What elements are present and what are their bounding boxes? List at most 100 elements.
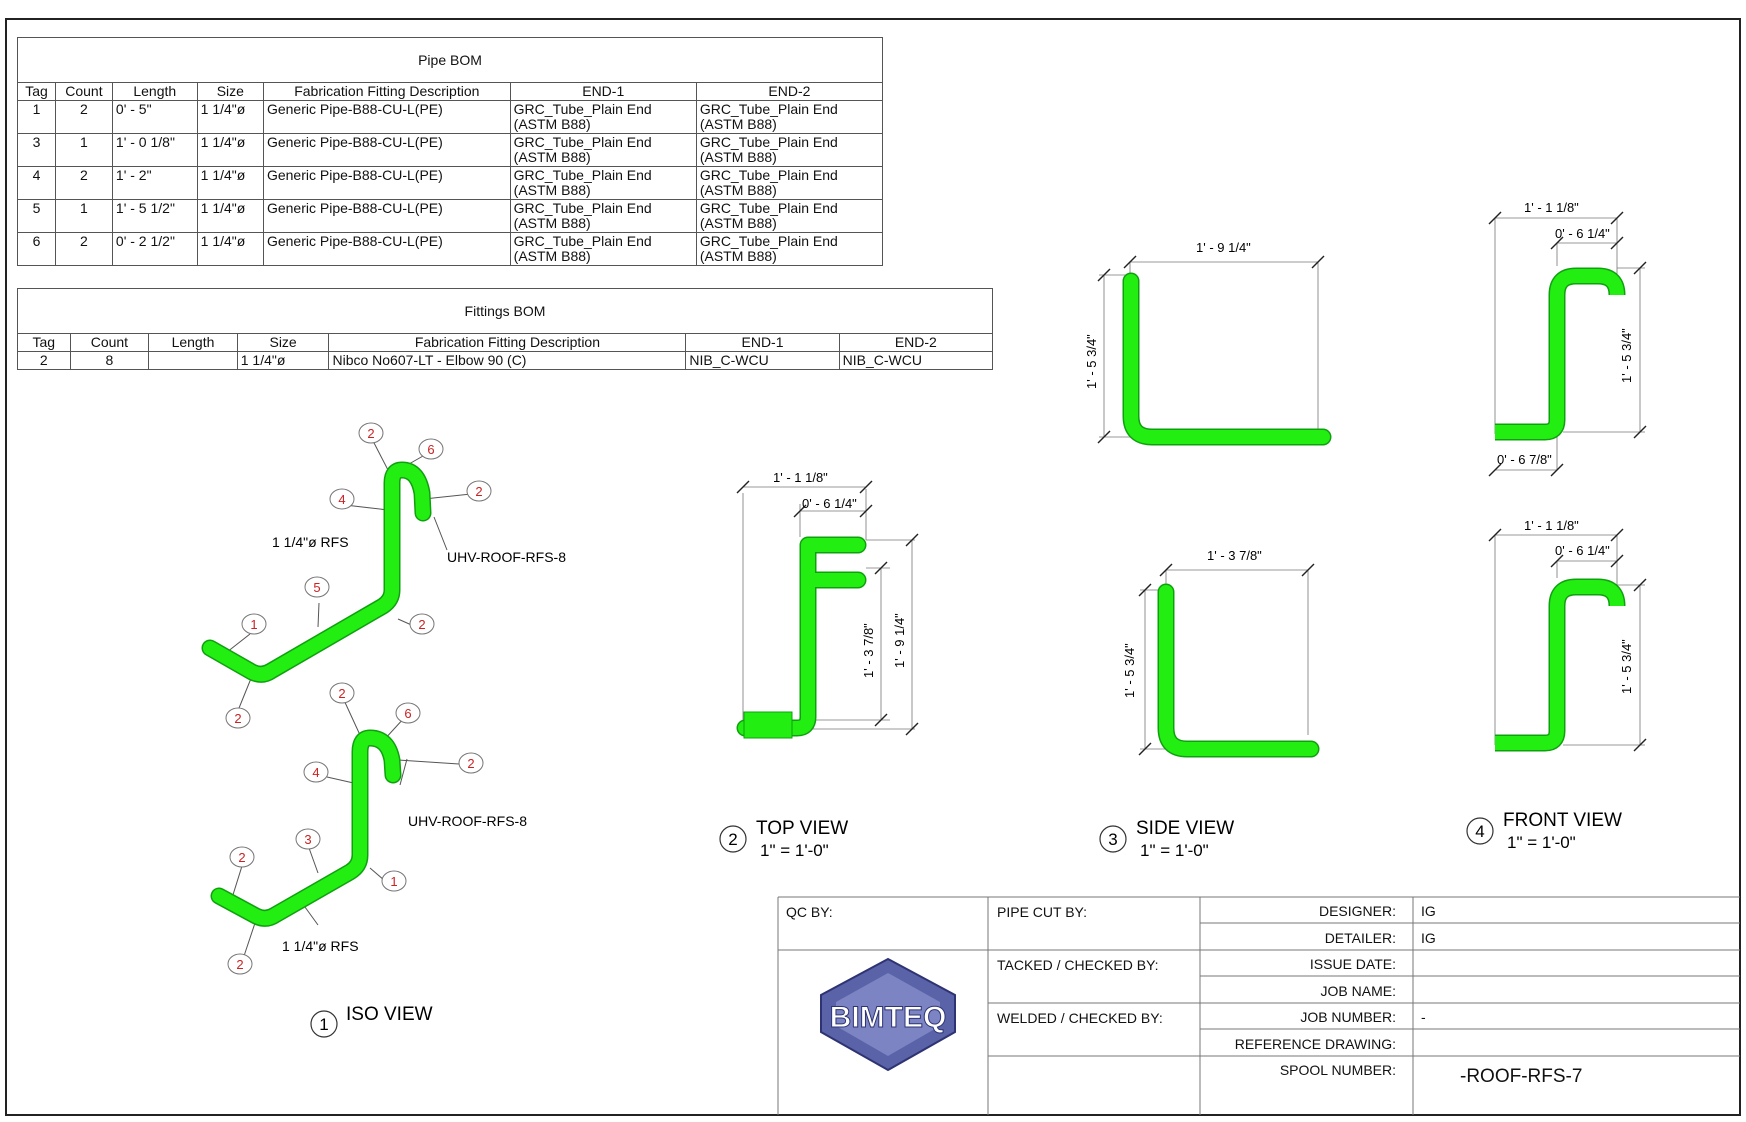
logo-text: BIMTEQ xyxy=(830,1001,947,1034)
pipe-bom-count: 2 xyxy=(54,166,113,200)
job-number-label: JOB NUMBER: xyxy=(1300,1009,1396,1025)
pipe-bom-description: Generic Pipe-B88-CU-L(PE) xyxy=(262,166,511,200)
pipe-bom-column-header: Length xyxy=(111,82,198,101)
fittings-bom-column-header: END-1 xyxy=(685,333,840,352)
pipe-bom-count: 1 xyxy=(54,133,113,167)
side-upper-pipe-outline xyxy=(1122,272,1332,446)
pipe-bom-length: 1' - 2" xyxy=(111,166,198,200)
iso-lower-tag-balloon xyxy=(229,846,255,868)
iso-lower-tag-number: 2 xyxy=(338,686,345,701)
top-view-scale: 1" = 1'-0" xyxy=(760,841,829,860)
side-view-upper: 1' - 9 1/4" 1' - 5 3/4" xyxy=(1084,240,1332,446)
pipe-bom-count: 2 xyxy=(54,100,113,134)
pipe-bom-tag: 3 xyxy=(17,133,56,167)
pipe-bom-end1-line1: GRC_Tube_Plain End xyxy=(513,101,652,117)
pipe-bom-end2: GRC_Tube_Plain End(ASTM B88) xyxy=(695,232,884,266)
pipe-bom-end2: GRC_Tube_Plain End(ASTM B88) xyxy=(695,166,884,200)
side-upper-dim-ticks xyxy=(1097,255,1325,444)
fittings-bom-description: Nibco No607-LT - Elbow 90 (C) xyxy=(328,351,687,370)
side-pipe-outline xyxy=(1157,583,1320,758)
top-view-dim-ticks xyxy=(736,480,919,736)
side-upper-dim-h: 1' - 5 3/4" xyxy=(1084,334,1099,389)
front-view-upper: 1' - 1 1/8" 0' - 6 1/4" 1' - 5 3/4" 0' -… xyxy=(1488,200,1647,477)
issue-date-label: ISSUE DATE: xyxy=(1309,956,1396,972)
iso-lower-tag-number: 1 xyxy=(390,874,397,889)
top-view-dim-d: 1' - 9 1/4" xyxy=(892,613,907,668)
top-view-pipe xyxy=(738,538,865,735)
side-view-number: 3 xyxy=(1108,830,1117,849)
iso-lower-tag-number: 4 xyxy=(312,765,319,780)
pipe-bom-end1-line1: GRC_Tube_Plain End xyxy=(513,134,652,150)
title-block-grid xyxy=(777,896,1740,1115)
sheet-border xyxy=(5,18,1741,1116)
pipe-bom-count: 2 xyxy=(54,232,113,266)
front-upper-dim-b: 0' - 6 1/4" xyxy=(1555,226,1610,241)
front-upper-dim-c: 0' - 6 7/8" xyxy=(1497,452,1552,467)
iso-lower-tag-balloon xyxy=(227,953,253,975)
detailer-label: DETAILER: xyxy=(1324,930,1396,946)
pipe-bom-title: Pipe BOM xyxy=(17,37,883,83)
fittings-bom-end2: NIB_C-WCU xyxy=(838,351,994,370)
pipe-bom-end1-line2: (ASTM B88) xyxy=(513,215,591,231)
iso-lower-tag-balloon xyxy=(458,752,484,774)
iso-view-number-circle xyxy=(310,1010,338,1038)
iso-lower-tag-number: 6 xyxy=(404,706,411,721)
front-upper-dim-a: 1' - 1 1/8" xyxy=(1524,200,1579,215)
iso-upper-tag-number: 2 xyxy=(475,484,482,499)
iso-lower-tag-number: 3 xyxy=(304,832,311,847)
pipe-bom-description: Generic Pipe-B88-CU-L(PE) xyxy=(262,100,511,134)
iso-upper-tag-balloon xyxy=(329,488,355,510)
fittings-bom-tag: 2 xyxy=(17,351,71,370)
pipe-bom-end1: GRC_Tube_Plain End(ASTM B88) xyxy=(509,199,697,233)
job-number-value: - xyxy=(1421,1009,1426,1025)
pipe-bom-size: 1 1/4"ø xyxy=(196,199,264,233)
front-upper-dim-h: 1' - 5 3/4" xyxy=(1619,328,1634,383)
front-view-name: FRONT VIEW xyxy=(1503,810,1622,831)
fittings-bom-column-header: Count xyxy=(69,333,150,352)
front-pipe xyxy=(1495,580,1624,750)
front-view-number: 4 xyxy=(1475,822,1484,841)
pipe-bom-end1-line1: GRC_Tube_Plain End xyxy=(513,233,652,249)
pipe-bom-end2-line2: (ASTM B88) xyxy=(699,149,777,165)
pipe-bom-end2: GRC_Tube_Plain End(ASTM B88) xyxy=(695,199,884,233)
iso-upper-tag-balloon xyxy=(358,422,384,444)
top-view-dim-c: 1' - 3 7/8" xyxy=(861,623,876,678)
pipe-bom-column-header: Tag xyxy=(17,82,56,101)
iso-upper-tag-number: 2 xyxy=(234,711,241,726)
pipe-bom-length: 0' - 5" xyxy=(111,100,198,134)
fittings-bom-column-header: END-2 xyxy=(838,333,994,352)
iso-upper-tag-balloon xyxy=(304,576,330,598)
iso-lower-tag-balloon xyxy=(329,682,355,704)
front-view: 1' - 1 1/8" 0' - 6 1/4" 1' - 5 3/4" 4 FR… xyxy=(1466,518,1647,852)
pipe-bom-column-header: END-2 xyxy=(695,82,884,101)
pipe-bom-end1: GRC_Tube_Plain End(ASTM B88) xyxy=(509,232,697,266)
pipe-bom-end1: GRC_Tube_Plain End(ASTM B88) xyxy=(509,133,697,167)
front-dim-ticks xyxy=(1488,528,1647,752)
top-view-name: TOP VIEW xyxy=(756,818,848,839)
iso-lower-tag-balloon xyxy=(381,870,407,892)
iso-upper-tag-balloon xyxy=(466,480,492,502)
iso-lower-tag-number: 2 xyxy=(238,850,245,865)
pipe-bom-description: Generic Pipe-B88-CU-L(PE) xyxy=(262,232,511,266)
iso-lower-tag-balloon xyxy=(295,828,321,850)
designer-label: DESIGNER: xyxy=(1318,903,1396,919)
pipe-bom-tag: 6 xyxy=(17,232,56,266)
iso-lower-tag-number: 2 xyxy=(236,957,243,972)
pipe-bom-column-header: END-1 xyxy=(509,82,697,101)
front-view-scale: 1" = 1'-0" xyxy=(1507,833,1576,852)
pipe-bom-end1-line1: GRC_Tube_Plain End xyxy=(513,200,652,216)
fittings-bom-title: Fittings BOM xyxy=(17,288,993,334)
side-view-number-circle xyxy=(1099,825,1127,853)
side-view-name: SIDE VIEW xyxy=(1136,818,1234,839)
iso-upper-tag-number: 2 xyxy=(367,426,374,441)
top-view: 1' - 1 1/8" 0' - 6 1/4" 1' - 3 7/8" 1' -… xyxy=(719,470,919,860)
side-pipe xyxy=(1159,585,1318,756)
side-view: 1' - 3 7/8" 1' - 5 3/4" 3 SIDE VIEW 1" =… xyxy=(1099,548,1320,860)
iso-upper-tag-number: 5 xyxy=(313,580,320,595)
